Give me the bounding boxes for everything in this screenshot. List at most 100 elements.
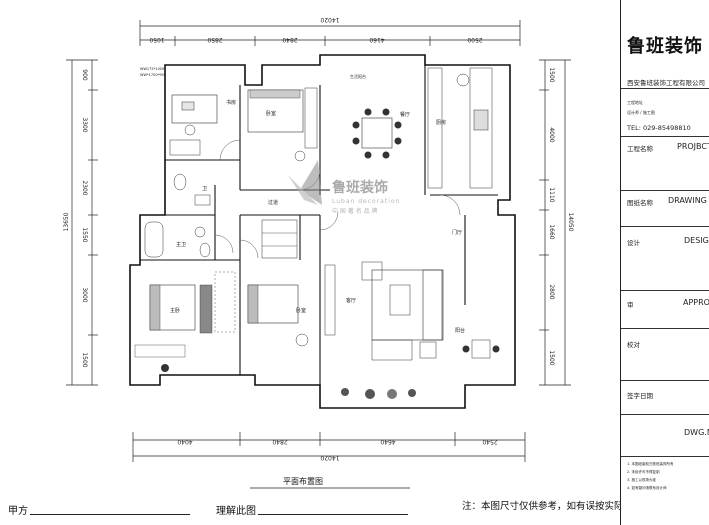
approve-label: 审 — [627, 301, 634, 309]
bottom-total-dim: 14020 — [320, 454, 339, 461]
kitchen-stove — [473, 109, 489, 131]
bottom-dimension-lines — [132, 432, 526, 462]
check-label: 校对 — [627, 341, 640, 349]
study-desk — [171, 94, 218, 124]
party-a-signature-line — [30, 514, 190, 515]
dining-table — [361, 117, 393, 149]
note-4: 4. 如有疑问请联系设计师 — [627, 486, 667, 490]
window-note-2: WW*1700*950 — [140, 73, 166, 77]
row-divider-7 — [621, 380, 709, 381]
child-label: 卧室 — [296, 307, 306, 314]
drawing-label: 图纸名称 — [627, 199, 653, 207]
exterior-walls — [129, 54, 516, 409]
row-divider-4 — [621, 226, 709, 227]
kitchen: 厨房 — [427, 67, 493, 189]
kitchen-sink — [456, 73, 470, 87]
master-window-seat — [134, 344, 186, 358]
right-dim-3: 1110 — [548, 187, 555, 202]
study-chair — [184, 124, 196, 136]
dining-label: 餐厅 — [400, 111, 410, 118]
project-value: PROJBCT — [677, 142, 709, 151]
balcony-label: 阳台 — [455, 327, 465, 334]
row-divider-3 — [621, 190, 709, 191]
living-room: 客厅 门厅 — [324, 229, 462, 361]
dwg-value: DWG.N — [684, 428, 709, 437]
bedroom2-label: 卧室 — [266, 110, 276, 117]
storage-label: 生活阳台 — [350, 73, 366, 79]
top-dimension-lines — [139, 20, 521, 46]
plant-4 — [408, 389, 416, 397]
bottom-dim-2: 2840 — [272, 438, 287, 445]
master-wardrobe — [214, 271, 236, 333]
note-3: 3. 施工以现场为准 — [627, 478, 656, 482]
child-headboard — [247, 284, 259, 324]
party-a-label: 甲方 — [8, 506, 28, 517]
right-dim-6: 1500 — [548, 350, 555, 365]
bathtub — [144, 221, 164, 258]
dining-room: 餐厅 生活阳台 — [350, 73, 410, 159]
top-dim-5: 2500 — [467, 36, 482, 43]
bathroom-1: 卫 — [173, 173, 211, 206]
watermark-sub: Luban decoration — [332, 198, 400, 205]
dining-chair-6 — [352, 137, 360, 145]
drawing-value: DRAWING TITI — [668, 196, 709, 205]
right-dimension-labels: 14050 1500 4000 1110 1660 2800 1500 — [548, 67, 574, 365]
master-headboard — [149, 284, 161, 331]
row-divider-5 — [621, 290, 709, 291]
dining-chair-2 — [382, 108, 390, 116]
dining-chair-5 — [352, 121, 360, 129]
toilet-2 — [199, 242, 211, 258]
master-bedroom: 主卧 — [134, 271, 236, 372]
sofa — [422, 269, 444, 341]
armchair-1 — [361, 261, 383, 281]
left-dimension-lines — [66, 59, 98, 386]
row-divider-1 — [621, 88, 709, 89]
project-label: 工程名称 — [627, 145, 653, 153]
bottom-dim-4: 2540 — [482, 438, 497, 445]
balcony-table — [471, 339, 491, 359]
plant-1 — [341, 388, 349, 396]
living-label: 客厅 — [346, 297, 356, 304]
note-1: 1. 本图纸版权归鲁班装饰所有 — [627, 462, 674, 466]
right-dim-5: 2800 — [548, 284, 555, 299]
balcony-chair-2 — [492, 345, 500, 353]
left-dim-4: 1550 — [81, 227, 88, 242]
top-total-dim: 14020 — [320, 16, 339, 23]
entrance-label: 门厅 — [452, 229, 462, 236]
kitchen-counter-right — [469, 67, 493, 189]
date-label: 签字日期 — [627, 392, 653, 400]
interior-walls — [140, 65, 498, 385]
side-table — [419, 341, 437, 359]
title-block: 鲁班装饰 西安鲁班装饰工程有限公司 工程地址 设计师 / 施工图 TEL: 02… — [620, 0, 709, 525]
living-rug — [371, 269, 443, 341]
small-line-2: 设计师 / 施工图 — [627, 110, 655, 115]
kitchen-label: 厨房 — [436, 119, 446, 126]
watermark-name: 鲁班装饰 — [331, 179, 388, 196]
corridor-shelf — [261, 219, 298, 259]
tv-cabinet — [324, 264, 336, 336]
dining-chair-7 — [394, 121, 402, 129]
toilet1-label: 卫 — [202, 186, 207, 192]
study-label: 书房 — [226, 99, 236, 106]
kitchen-counter-left — [427, 67, 443, 189]
top-dim-1: 1050 — [149, 36, 164, 43]
top-dim-3: 2840 — [282, 36, 297, 43]
tel-line: TEL: 029-85498810 — [627, 124, 691, 132]
dining-chair-8 — [394, 137, 402, 145]
left-dimension-labels: 13650 900 3300 2300 1550 3000 1500 — [63, 69, 88, 368]
row-divider-8 — [621, 414, 709, 415]
right-dimension-lines — [539, 59, 571, 386]
row-divider-6 — [621, 328, 709, 329]
left-dim-5: 3000 — [81, 287, 88, 302]
study-computer — [181, 101, 195, 111]
bottom-dim-1: 4040 — [177, 438, 192, 445]
top-dim-4: 4160 — [369, 36, 384, 43]
top-dimension-labels: 14020 1050 2850 2840 4160 2500 — [149, 16, 482, 43]
master-rug — [199, 284, 213, 334]
right-dim-4: 1660 — [548, 224, 555, 239]
disclaimer-text: 注：本图尺寸仅供参考，如有误按实际 — [462, 501, 624, 512]
master-label: 主卧 — [170, 307, 180, 314]
left-dim-1: 900 — [81, 69, 88, 81]
design-label: 设计 — [627, 239, 640, 247]
